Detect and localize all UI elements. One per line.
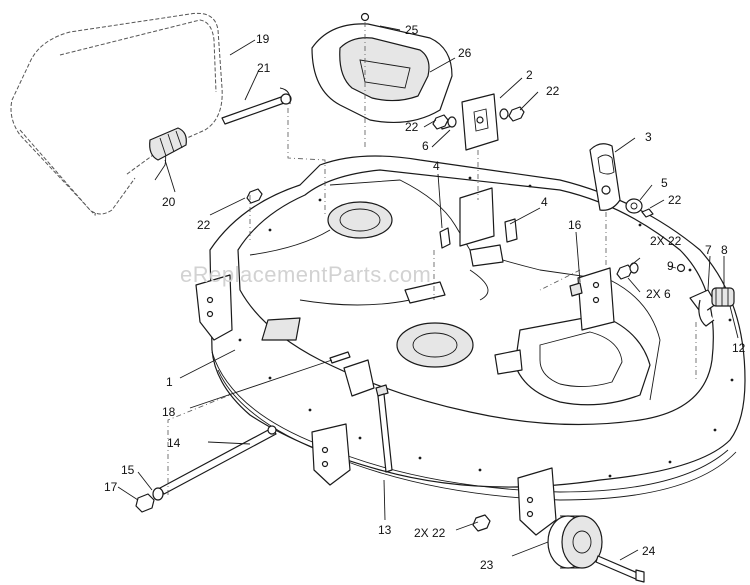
callout-22d: 22 [197, 218, 211, 232]
screw-part [360, 12, 370, 22]
callout-18: 18 [162, 405, 176, 419]
alignment-lines [167, 22, 697, 495]
wheel-part-23 [547, 515, 603, 569]
callout-25: 25 [405, 23, 419, 37]
callout-22e: 2X 22 [650, 234, 682, 248]
callout-8: 8 [721, 243, 728, 257]
nut-part-22f [472, 514, 491, 532]
callout-3: 3 [645, 130, 652, 144]
watermark-text: eReplacementParts.com [180, 262, 431, 287]
bag-adapter-part [149, 127, 187, 161]
callout-2: 2 [526, 68, 533, 82]
deck-hanger-brackets [195, 274, 557, 536]
bag-rod-part [221, 87, 292, 125]
callout-4b: 4 [541, 195, 548, 209]
callout-22b: 22 [546, 84, 560, 98]
callout-22c: 22 [668, 193, 682, 207]
small-nuts [246, 106, 639, 280]
washer-part-15 [152, 487, 164, 501]
adjuster-bracket-part [569, 267, 615, 331]
callout-5: 5 [661, 176, 668, 190]
bolt-part-24 [595, 555, 645, 583]
callout-6a: 6 [422, 139, 429, 153]
grass-bag [10, 12, 223, 217]
callout-4a: 4 [433, 159, 440, 173]
callout-1: 1 [166, 375, 173, 389]
nut-part-17 [135, 493, 155, 513]
deck-rivets [223, 176, 734, 480]
callout-7: 7 [705, 243, 712, 257]
callout-17: 17 [104, 480, 118, 494]
mower-deck [209, 155, 746, 501]
callout-12: 12 [732, 341, 746, 355]
bracket-part-3 [589, 143, 621, 211]
pin-part-18 [329, 351, 389, 397]
callout-19: 19 [256, 32, 270, 46]
spacer-part [625, 198, 654, 218]
callout-6b: 2X 6 [646, 287, 671, 301]
callout-24: 24 [642, 544, 656, 558]
idler-arm-part [439, 187, 518, 249]
callout-22a: 22 [405, 120, 419, 134]
callout-labels: 1 2 3 4 4 5 6 2X 6 7 8 9 12 13 14 15 16 … [104, 23, 746, 572]
callout-15: 15 [121, 463, 135, 477]
belt-cover-part [311, 23, 453, 124]
bolt-part-13 [377, 393, 393, 473]
callout-23: 23 [480, 558, 494, 572]
callout-14: 14 [167, 436, 181, 450]
callout-22f: 2X 22 [414, 526, 446, 540]
callout-9: 9 [667, 259, 674, 273]
callout-13: 13 [378, 523, 392, 537]
callout-20: 20 [162, 195, 176, 209]
washout-fitting-part [676, 263, 735, 327]
callout-21: 21 [257, 61, 271, 75]
callout-26: 26 [458, 46, 472, 60]
leader-lines [117, 25, 739, 561]
callout-16: 16 [568, 218, 582, 232]
